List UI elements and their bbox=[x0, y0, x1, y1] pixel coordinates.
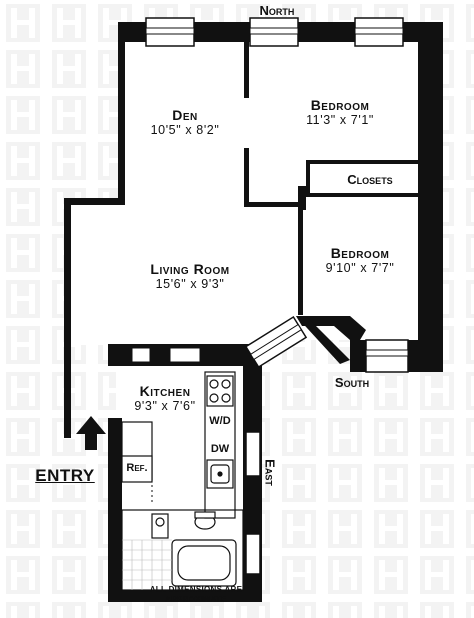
bedroom1-label: Bedroom bbox=[310, 97, 370, 113]
closets-label: Closets bbox=[347, 172, 393, 187]
den-label: Den bbox=[172, 107, 198, 123]
east-windows bbox=[245, 431, 261, 575]
north-label: North bbox=[259, 3, 295, 18]
living-room-dims: 15'6" x 9'3" bbox=[155, 277, 225, 291]
south-window bbox=[365, 339, 409, 373]
fridge-label: Ref. bbox=[126, 462, 148, 474]
east-label: East bbox=[262, 459, 278, 486]
bay-window bbox=[244, 315, 308, 369]
fridge bbox=[121, 455, 153, 483]
note-line-1: ALL DIMENSIONS ARE bbox=[149, 585, 243, 594]
bedroom1-dims: 11'3" x 7'1" bbox=[306, 113, 374, 127]
entry-arrow-icon bbox=[76, 416, 106, 450]
north-windows bbox=[145, 17, 404, 47]
living-room-label: Living Room bbox=[150, 261, 230, 277]
floor-area bbox=[71, 42, 418, 598]
interior-walls bbox=[244, 42, 418, 364]
bathroom bbox=[121, 509, 244, 591]
note-line-2: APPROXIMATE bbox=[165, 595, 227, 604]
bedroom2-label: Bedroom bbox=[330, 245, 390, 261]
bath-tile bbox=[122, 539, 172, 590]
dishwasher-label: DW bbox=[210, 443, 230, 455]
bedroom2-dims: 9'10" x 7'7" bbox=[325, 261, 395, 275]
dimensions-note: ALL DIMENSIONS ARE APPROXIMATE bbox=[138, 585, 254, 605]
kitchen-windows bbox=[131, 347, 201, 363]
washer-dryer-label: W/D bbox=[209, 415, 231, 427]
south-label: South bbox=[334, 375, 370, 390]
kitchen-sink-icon bbox=[206, 459, 234, 489]
den-dims: 10'5" x 8'2" bbox=[150, 123, 220, 137]
kitchen-dims: 9'3" x 7'6" bbox=[134, 399, 196, 413]
entry-label: ENTRY bbox=[35, 466, 95, 485]
stove-icon bbox=[206, 375, 234, 407]
kitchen-label: Kitchen bbox=[139, 383, 191, 399]
